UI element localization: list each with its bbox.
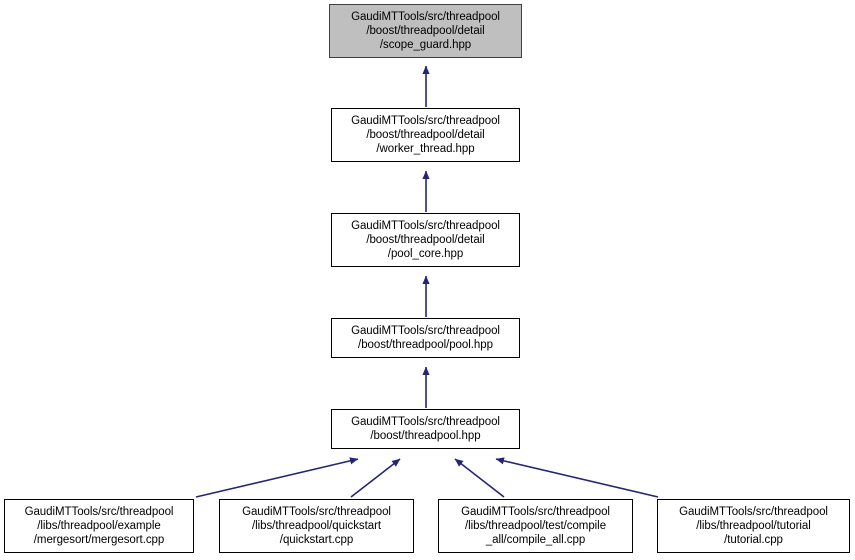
node-label-line: /scope_guard.hpp [379,39,472,52]
node-label-line: GaudiMTTools/src/threadpool [351,415,500,428]
node-threadpool-hpp[interactable]: GaudiMTTools/src/threadpool /boost/threa… [331,409,520,449]
node-quickstart-cpp[interactable]: GaudiMTTools/src/threadpool /libs/thread… [219,499,414,553]
node-label-line: /libs/threadpool/quickstart [251,519,382,532]
node-label-line: /tutorial.cpp [724,534,783,547]
node-label-line: /boost/threadpool/pool.hpp [358,339,493,351]
node-pool-core-hpp[interactable]: GaudiMTTools/src/threadpool /boost/threa… [331,213,520,267]
node-label-line: GaudiMTTools/src/threadpool [679,505,828,518]
node-scope-guard-hpp[interactable]: GaudiMTTools/src/threadpool /boost/threa… [329,4,522,58]
node-label-line: GaudiMTTools/src/threadpool [351,219,500,232]
node-label-line: GaudiMTTools/src/threadpool [242,505,391,518]
node-label-line: GaudiMTTools/src/threadpool [351,114,500,127]
node-mergesort-cpp[interactable]: GaudiMTTools/src/threadpool /libs/thread… [4,499,194,553]
node-label-line: GaudiMTTools/src/threadpool [461,505,610,518]
node-label-line: GaudiMTTools/src/threadpool [351,10,500,23]
node-label-line: /boost/threadpool/detail [366,24,485,37]
edge-quickstart-to-threadpool-hpp [350,458,401,498]
node-label-line: /pool_core.hpp [387,248,464,261]
node-label-line: /libs/threadpool/example [37,519,161,532]
node-label-line: /boost/threadpool.hpp [370,430,481,442]
node-label-line: _all/compile_all.cpp [485,534,586,547]
edge-compile-all-to-threadpool-hpp [454,458,505,498]
node-label-line: GaudiMTTools/src/threadpool [24,505,174,518]
node-label-line: /quickstart.cpp [279,534,354,547]
node-tutorial-cpp[interactable]: GaudiMTTools/src/threadpool /libs/thread… [657,499,850,553]
node-pool-hpp[interactable]: GaudiMTTools/src/threadpool /boost/threa… [331,318,520,358]
edge-tutorial-to-threadpool-hpp [495,457,659,498]
node-compile-all-cpp[interactable]: GaudiMTTools/src/threadpool /libs/thread… [438,499,633,553]
node-label-line: /boost/threadpool/detail [366,128,485,141]
node-label-line: /libs/threadpool/tutorial [696,519,811,532]
node-label-line: /worker_thread.hpp [376,143,475,156]
node-label-line: /libs/threadpool/test/compile [464,519,607,532]
edge-mergesort-to-threadpool-hpp [195,457,359,498]
node-label-line: /mergesort/mergesort.cpp [33,534,165,547]
node-label-line: /boost/threadpool/detail [366,233,485,246]
node-label-line: GaudiMTTools/src/threadpool [351,324,500,337]
node-worker-thread-hpp[interactable]: GaudiMTTools/src/threadpool /boost/threa… [331,108,520,162]
